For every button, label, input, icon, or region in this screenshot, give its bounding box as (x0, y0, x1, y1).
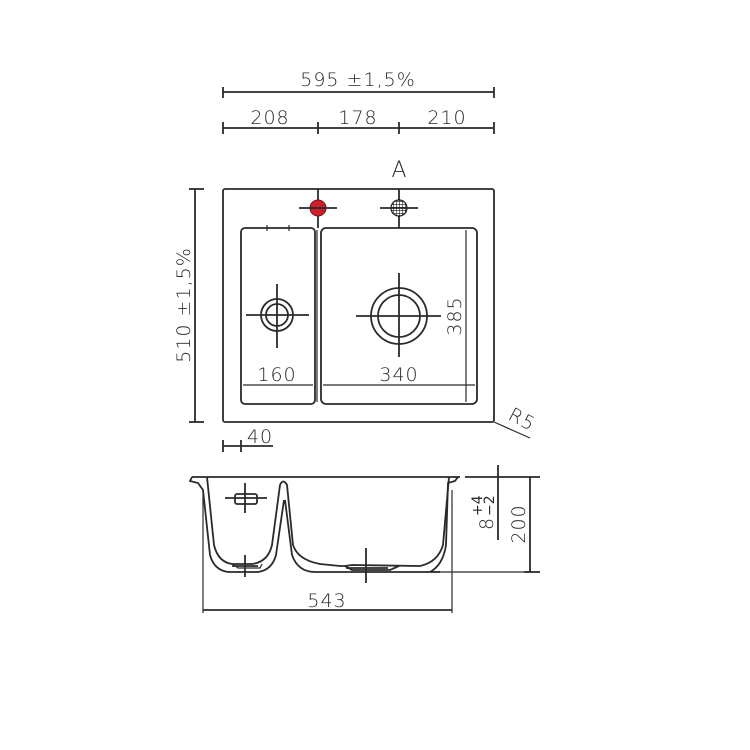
bowl-span-dimension: 543 (202, 490, 453, 613)
rim-tolerance-plus: +4 (470, 495, 486, 516)
segment-width-right: 210 (427, 107, 466, 129)
bowl-span-label: 543 (307, 590, 346, 612)
small-bowl-width-label: 160 (257, 364, 296, 386)
corner-radius-label: R5 (505, 404, 539, 436)
tap-hole-icon (299, 189, 337, 228)
overall-width-dimension: 595 ±1,5% (222, 69, 495, 98)
segment-width-dimensions: 208 178 210 (222, 107, 495, 134)
sink-outer-rim (222, 188, 495, 423)
total-height-dimension: 200 (500, 476, 540, 573)
rim-tolerance-dimension: 8 +4 −2 (470, 465, 499, 540)
overall-width-label: 595 ±1,5% (300, 69, 416, 91)
section-overflow-icon (225, 483, 267, 513)
overflow-hole-icon (380, 189, 418, 228)
edge-offset-label: 40 (247, 426, 273, 448)
small-bowl-outline (240, 227, 316, 405)
segment-width-left: 208 (250, 107, 289, 129)
small-bowl-drain-icon (246, 284, 309, 348)
large-bowl-width-label: 340 (379, 364, 418, 386)
overall-depth-dimension: 510 ±1,5% (173, 188, 204, 423)
section-drain-markers (232, 548, 388, 583)
total-height-label: 200 (508, 504, 530, 543)
segment-width-middle: 178 (338, 107, 377, 129)
large-bowl-depth-label: 385 (444, 296, 466, 335)
edge-offset-dimension: 40 (222, 426, 273, 452)
section-marker-a: A (391, 158, 406, 183)
overall-depth-label: 510 ±1,5% (173, 247, 195, 363)
large-bowl-drain-icon (356, 273, 441, 357)
sink-section-profile (188, 476, 530, 573)
rim-tolerance-base: 8 (476, 517, 498, 530)
rim-tolerance-minus: −2 (482, 495, 498, 516)
corner-radius-annotation: R5 (493, 404, 539, 439)
